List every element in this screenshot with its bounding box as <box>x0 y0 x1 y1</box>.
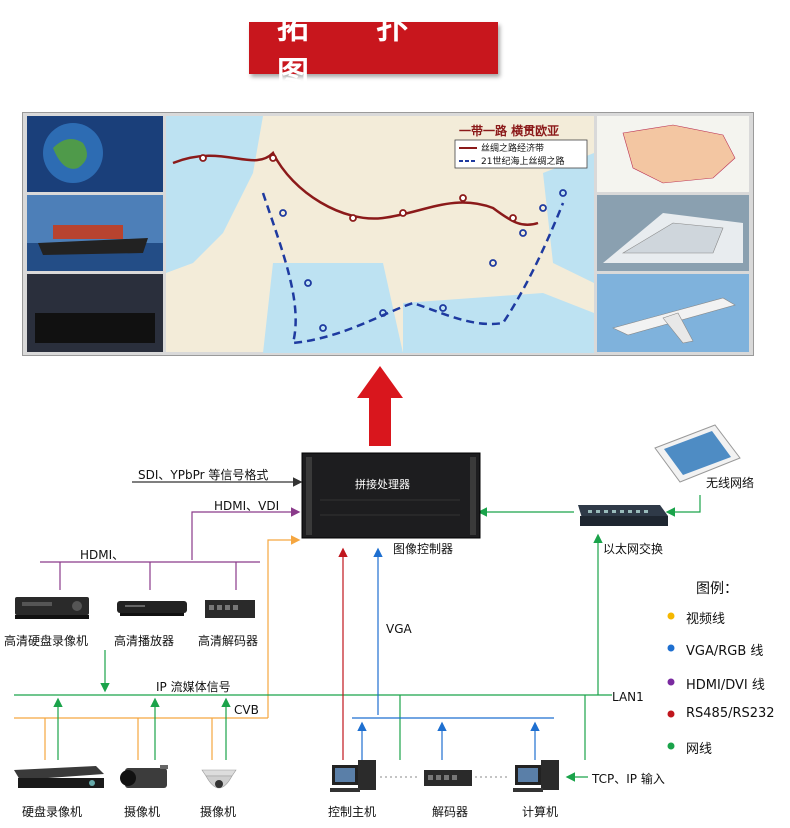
camera2-label: 摄像机 <box>200 805 237 819</box>
splice-processor <box>301 452 481 539</box>
decoder-label: 解码器 <box>432 805 469 819</box>
dvr-label: 硬盘录像机 <box>22 805 83 819</box>
map-legend-maritime: 21世纪海上丝绸之路 <box>481 155 564 167</box>
tcp-ip-label: TCP、IP 输入 <box>592 772 665 786</box>
control-host-label: 控制主机 <box>328 805 377 819</box>
ethernet-switch <box>578 505 668 526</box>
dvr-device <box>14 766 104 788</box>
camera1-label: 摄像机 <box>124 805 161 819</box>
control-host-device <box>330 760 376 792</box>
sdi-label: SDI、YPbPr 等信号格式 <box>138 468 269 482</box>
processor-label: 拼接处理器 <box>355 478 410 491</box>
legend-dot-4 <box>667 742 675 750</box>
legend-dot-3 <box>667 710 675 718</box>
lan1-label: LAN1 <box>612 690 644 704</box>
hd-player-label: 高清播放器 <box>114 634 175 648</box>
decoder-device <box>424 770 472 786</box>
legend-item-net: 网线 <box>686 742 713 757</box>
legend-dots <box>667 612 675 750</box>
cvb-line <box>267 535 301 718</box>
legend-item-rs: RS485/RS232 <box>686 706 775 721</box>
hd-decoder-label: 高清解码器 <box>198 634 259 648</box>
hdmi-vdi-label: HDMI、VDI <box>214 499 280 513</box>
video-wall: 一带一路 横贯欧亚 丝绸之路经济带 21世纪海上丝绸之路 <box>22 112 754 356</box>
map-headline: 一带一路 横贯欧亚 <box>459 123 559 138</box>
hdmi-label: HDMI、 <box>80 548 125 562</box>
hd-dvr-label: 高清硬盘录像机 <box>4 634 89 648</box>
legend-dot-0 <box>667 612 675 620</box>
video-wall-graphic: 一带一路 横贯欧亚 丝绸之路经济带 21世纪海上丝绸之路 <box>27 116 749 353</box>
map-legend-silk: 丝绸之路经济带 <box>481 142 544 154</box>
legend-item-hdmi: HDMI/DVI 线 <box>686 678 765 693</box>
hdmi-vdi-line <box>191 507 301 560</box>
hd-dvr-device <box>15 597 89 619</box>
hd-decoder-device <box>205 600 255 618</box>
page-title: 拓 扑 图 <box>277 8 437 92</box>
hd-player-device <box>117 601 187 616</box>
title-banner: 拓 扑 图 <box>249 8 498 92</box>
output-arrow <box>357 366 403 446</box>
legend-item-vga: VGA/RGB 线 <box>686 644 764 659</box>
controller-label: 图像控制器 <box>393 542 454 556</box>
ip-stream-label: IP 流媒体信号 <box>156 680 231 694</box>
legend-dot-1 <box>667 644 675 652</box>
cvb-label: CVB <box>234 703 259 717</box>
legend-title: 图例： <box>696 581 738 597</box>
computer-device <box>513 760 559 792</box>
vga-label: VGA <box>386 622 412 636</box>
tablet-device <box>654 424 741 483</box>
legend-item-video: 视频线 <box>686 612 726 627</box>
wireless-label: 无线网络 <box>706 476 755 490</box>
box-camera-device <box>120 765 168 788</box>
legend-dot-2 <box>667 678 675 686</box>
computer-label: 计算机 <box>522 805 559 819</box>
dome-camera-device <box>201 769 237 789</box>
switch-label: 以太网交换 <box>603 542 664 556</box>
